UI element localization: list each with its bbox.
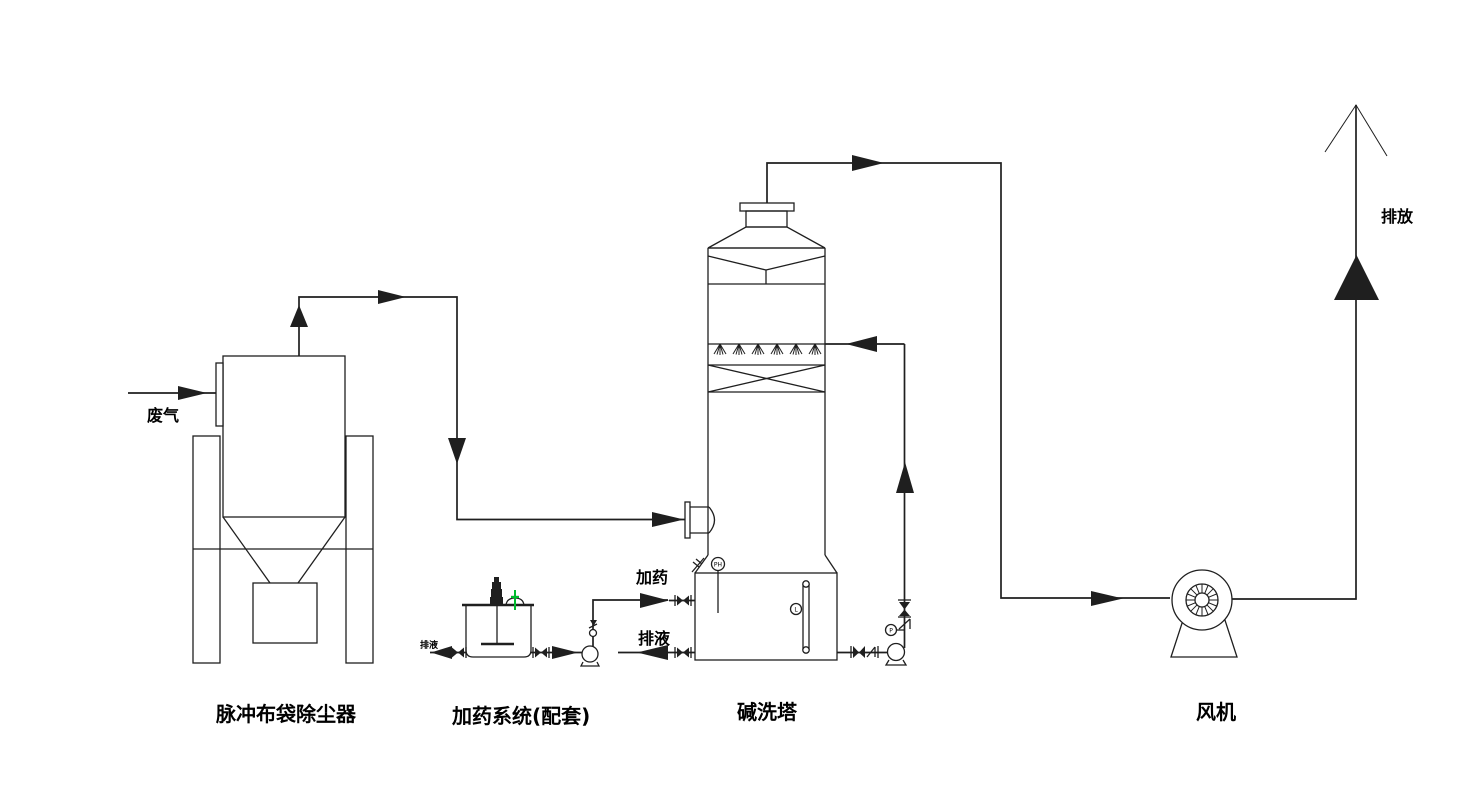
dosing-pump-icon [579, 645, 601, 667]
scrubber-deflector [707, 255, 826, 285]
flow-arrow-up-icon [1334, 255, 1379, 300]
fan [1170, 569, 1238, 658]
level-tag: L [794, 607, 798, 614]
duct-dust-collector-to-scrubber [290, 290, 686, 527]
flow-arrow-left-icon [637, 645, 668, 660]
flow-arrow-right-icon [652, 512, 684, 527]
waste-gas-inlet-line: 废气 [128, 386, 216, 425]
tank-drain-label: 排液 [420, 639, 439, 651]
pressure-tag: P [889, 628, 893, 635]
drain-valve-icon [674, 646, 692, 659]
agitator-motor-icon [490, 577, 503, 605]
discharge-valve-icon [898, 599, 911, 618]
ph-tag: PH [714, 562, 722, 569]
dust-collector-body [222, 355, 346, 518]
scrubber-gas-inlet-nozzle [684, 501, 716, 539]
dust-collector [192, 355, 374, 664]
stack-outlet-icon [1324, 104, 1388, 157]
level-gauge: L [789, 580, 810, 654]
pressure-gauge: P [884, 623, 904, 637]
flow-arrow-right-icon [1091, 591, 1123, 606]
dosing-inlet-valve-icon [674, 594, 692, 607]
fan-label: 风机 [1196, 700, 1236, 724]
fan-casing [1171, 569, 1233, 631]
flow-arrow-up-icon [290, 305, 308, 327]
fan-impeller-blades [1186, 584, 1218, 616]
flow-arrow-up-icon [896, 462, 914, 493]
flow-arrow-right-icon [552, 646, 578, 659]
scrubber-dosing-inlet: 加药 [635, 568, 695, 608]
dosing-label: 加药 [635, 568, 668, 587]
flow-arrow-right-icon [852, 155, 884, 171]
dosing-check-valve-icon [588, 620, 598, 638]
recirc-check-valve-icon [866, 646, 876, 658]
exhaust-stack: 排放 [1232, 104, 1414, 600]
ph-meter: PH [710, 556, 726, 613]
tank-outlet-valve-icon [532, 646, 550, 659]
flow-arrow-down-icon [448, 438, 466, 464]
scrubber-shoulder [707, 226, 826, 249]
recirc-suction-valve-icon [853, 646, 865, 658]
duct-scrubber-to-fan [766, 155, 1170, 606]
scrubber-sump [694, 572, 838, 661]
flow-arrow-right-icon [178, 386, 207, 400]
dosing-system: 排液 [420, 577, 668, 667]
dust-collector-dust-bin [252, 582, 318, 644]
scrubber-packing-section [707, 364, 826, 393]
discharge-check-valve-icon [898, 618, 911, 630]
scrubber-label: 碱洗塔 [737, 700, 798, 724]
recirculation-pump-icon [884, 642, 908, 666]
dosing-tank [465, 606, 532, 658]
green-marker-icon [511, 590, 519, 610]
discharge-label: 排放 [1381, 207, 1414, 226]
tank-drain-valve-icon [449, 646, 467, 659]
drain-label: 排液 [638, 629, 671, 648]
scrubber-top-flange [739, 202, 795, 212]
dosing-system-label: 加药系统(配套) [451, 704, 590, 728]
scrubber-neck [745, 210, 788, 228]
flow-arrow-left-icon [431, 646, 452, 659]
scrubber-drain-outlet: 排液 [618, 629, 695, 660]
scrubber-tower: PH L [684, 202, 838, 661]
flow-arrow-left-icon [846, 336, 877, 352]
dust-collector-label: 脉冲布袋除尘器 [215, 702, 357, 726]
flow-arrow-right-icon [640, 593, 669, 608]
scrubber-spray-header [708, 343, 825, 356]
waste-gas-label: 废气 [147, 406, 179, 425]
flow-arrow-right-icon [378, 290, 406, 304]
dust-collector-inlet-flange [215, 362, 224, 427]
sample-port-icon [691, 557, 705, 573]
dust-collector-hopper [222, 516, 271, 584]
recirculation-line: P [825, 336, 914, 666]
